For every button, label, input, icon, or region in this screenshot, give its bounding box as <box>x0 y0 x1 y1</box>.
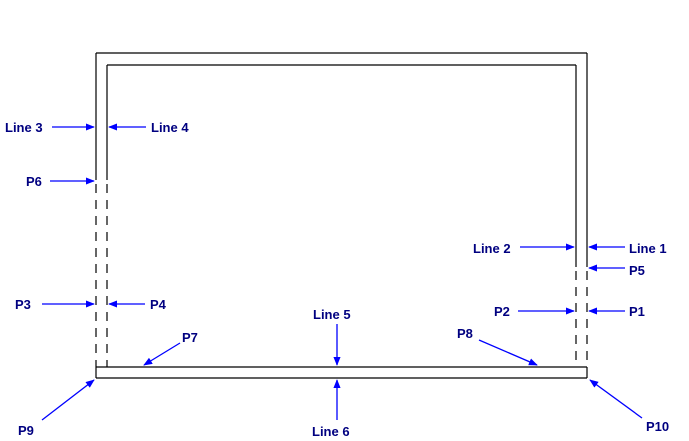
inner-wall <box>106 64 577 267</box>
label-line-4: Line 4 <box>151 120 189 135</box>
callout-p7: P7 <box>143 330 198 366</box>
label-p4: P4 <box>150 297 167 312</box>
callout-line-2: Line 2 <box>473 241 575 256</box>
label-line-3: Line 3 <box>5 120 43 135</box>
outer-wall <box>95 52 588 267</box>
callout-p8: P8 <box>457 326 538 366</box>
arrow-p9 <box>41 379 95 421</box>
callout-p4: P4 <box>108 297 167 312</box>
callout-line-3: Line 3 <box>5 120 95 135</box>
label-line-5: Line 5 <box>313 307 351 322</box>
label-p6: P6 <box>26 174 42 189</box>
arrow-p7 <box>143 342 181 366</box>
callout-line-4: Line 4 <box>108 120 189 135</box>
callout-p6: P6 <box>26 174 95 189</box>
label-p10: P10 <box>646 419 669 434</box>
callout-p9: P9 <box>18 379 95 438</box>
callout-line-1: Line 1 <box>588 241 667 256</box>
label-p7: P7 <box>182 330 198 345</box>
label-line-6: Line 6 <box>312 424 350 439</box>
callout-p3: P3 <box>15 297 95 312</box>
label-p8: P8 <box>457 326 473 341</box>
label-p2: P2 <box>494 304 510 319</box>
label-p3: P3 <box>15 297 31 312</box>
callout-p5: P5 <box>588 263 645 278</box>
callout-line-6: Line 6 <box>312 379 350 439</box>
label-line-2: Line 2 <box>473 241 511 256</box>
arrow-p10 <box>589 379 643 419</box>
label-p1: P1 <box>629 304 645 319</box>
floor-strip <box>95 366 588 379</box>
callout-p2: P2 <box>494 304 575 319</box>
label-line-1: Line 1 <box>629 241 667 256</box>
callout-p1: P1 <box>588 304 645 319</box>
label-p5: P5 <box>629 263 645 278</box>
dashed-continuations <box>95 184 588 367</box>
arrow-p8 <box>478 339 538 366</box>
callout-p10: P10 <box>589 379 669 434</box>
label-p9: P9 <box>18 423 34 438</box>
callout-line-5: Line 5 <box>313 307 351 366</box>
